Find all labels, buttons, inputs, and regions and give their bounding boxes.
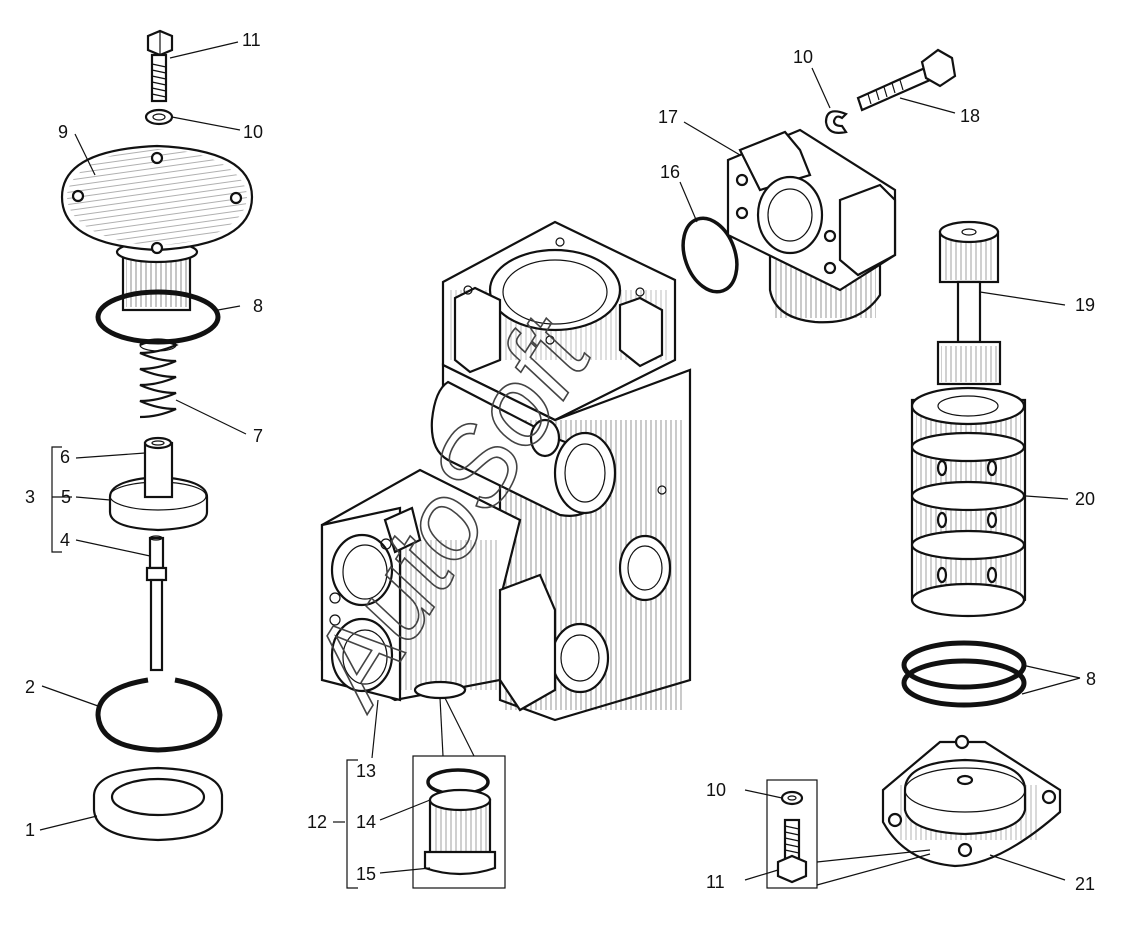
insert-box <box>412 755 506 889</box>
valve-stem <box>145 535 168 672</box>
label-2: 2 <box>25 677 35 697</box>
label-7: 7 <box>253 426 263 446</box>
bolt-set-box <box>766 779 818 889</box>
leader-13 <box>371 699 379 759</box>
label-8-top: 8 <box>253 296 263 316</box>
o-ring-right-2 <box>901 658 1027 708</box>
sleeve <box>910 386 1027 618</box>
label-10-top: 10 <box>243 122 263 142</box>
label-4: 4 <box>60 530 70 550</box>
cover-plate <box>60 144 254 312</box>
bolt-bottom <box>776 790 808 884</box>
label-9: 9 <box>58 122 68 142</box>
label-15: 15 <box>356 864 376 884</box>
flange-elbow <box>726 128 897 324</box>
label-8-right: 8 <box>1086 669 1096 689</box>
snap-ring <box>95 677 223 753</box>
label-13: 13 <box>356 761 376 781</box>
spring <box>139 338 179 419</box>
label-18: 18 <box>960 106 980 126</box>
label-11-bottom: 11 <box>706 872 725 892</box>
bolt-top <box>146 29 174 103</box>
label-11-top: 11 <box>242 30 261 50</box>
washer-top <box>144 108 174 126</box>
valve-body <box>320 220 692 722</box>
bolt-flange <box>856 48 957 112</box>
bracket-12 <box>346 759 358 889</box>
bottom-cover <box>881 734 1062 868</box>
label-10-bottom: 10 <box>706 780 726 800</box>
label-14: 14 <box>356 812 376 832</box>
label-10-right: 10 <box>793 47 813 67</box>
o-ring-flange <box>681 216 739 294</box>
label-16: 16 <box>660 162 680 182</box>
label-21: 21 <box>1075 874 1095 894</box>
label-20: 20 <box>1075 489 1095 509</box>
valve-seat <box>108 436 209 532</box>
label-17: 17 <box>658 107 678 127</box>
label-5: 5 <box>61 487 71 507</box>
washer-right <box>824 110 848 134</box>
label-12: 12 <box>307 812 327 832</box>
flat-ring <box>92 766 224 842</box>
label-1: 1 <box>25 820 35 840</box>
spool <box>936 220 1002 386</box>
plug-insert <box>423 768 497 876</box>
label-19: 19 <box>1075 295 1095 315</box>
bracket-3 <box>51 446 62 553</box>
leader-lines <box>39 41 1081 886</box>
label-3: 3 <box>25 487 35 507</box>
label-6: 6 <box>60 447 70 467</box>
